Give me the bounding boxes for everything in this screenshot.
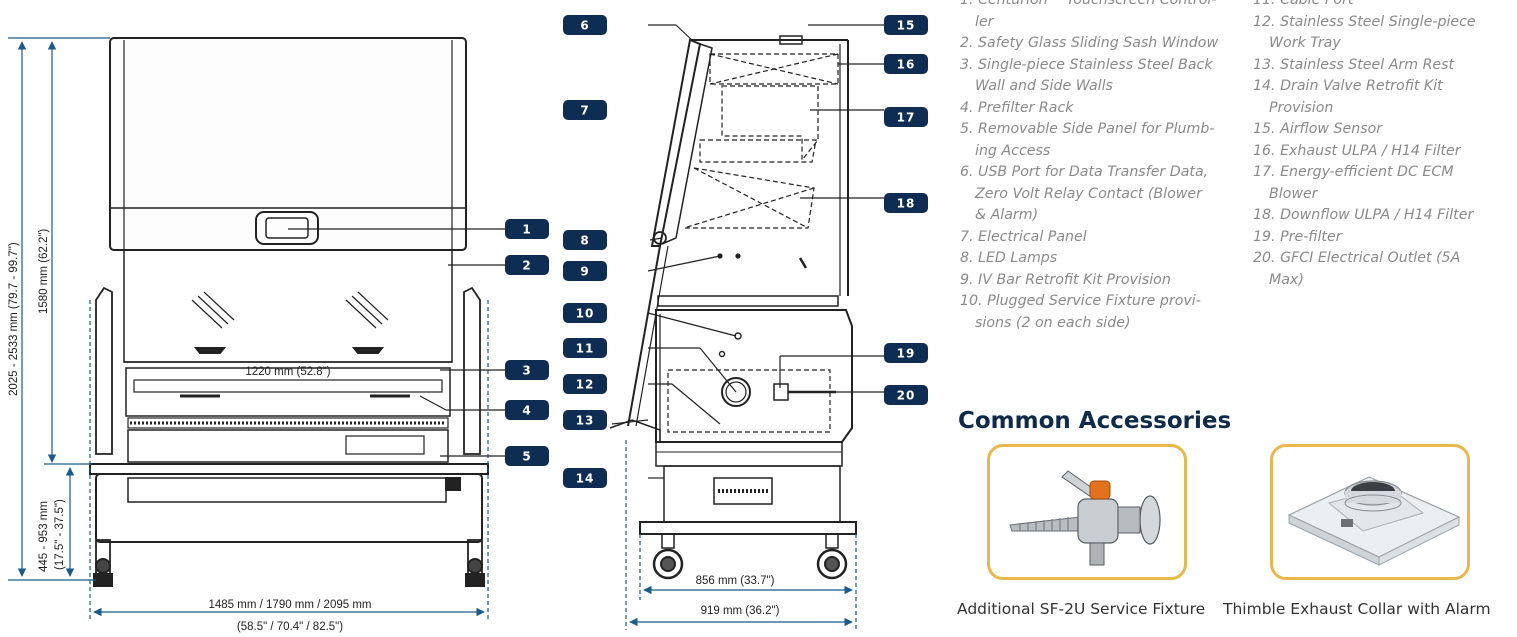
badge-6: 6 (563, 15, 607, 35)
badge-20: 20 (884, 385, 928, 405)
legend-item: 10. Plugged Service Fixture provi- (960, 293, 1201, 309)
dim-side-outer-depth: 919 mm (36.2") (701, 605, 780, 617)
badge-19: 19 (884, 343, 928, 363)
legend-item: Provision (1269, 99, 1334, 116)
badge-15: 15 (884, 15, 928, 35)
badge-1: 1 (505, 219, 549, 239)
legend-item: 20. GFCI Electrical Outlet (5A (1253, 250, 1461, 266)
dim-front-width-in: (58.5" / 70.4" / 82.5") (237, 621, 343, 633)
badge-label: 13 (576, 414, 595, 428)
dim-front-total-height: 2025 - 2533 mm (79.7 - 99.7") (8, 242, 20, 396)
legend-item: 19. Pre-filter (1253, 228, 1342, 245)
legend-item: ing Access (975, 142, 1051, 159)
legend-item: 7. Electrical Panel (960, 228, 1087, 245)
badge-label: 8 (580, 234, 589, 248)
service-fixture-label: Additional SF-2U Service Fixture (957, 600, 1206, 618)
accessories-title: Common Accessories (958, 408, 1232, 434)
exhaust-collar-label: Thimble Exhaust Collar with Alarm (1223, 600, 1491, 618)
legend-item: & Alarm) (975, 207, 1039, 223)
badge-label: 4 (522, 404, 531, 418)
side-dimension-lines (625, 440, 857, 630)
badge-5: 5 (505, 446, 549, 466)
badge-12: 12 (563, 374, 607, 394)
badge-3: 3 (505, 360, 549, 380)
badge-label: 15 (897, 19, 916, 33)
legend-item: 5. Removable Side Panel for Plumb- (960, 121, 1215, 137)
legend-item: 15. Airflow Sensor (1253, 121, 1383, 137)
legend-item: 14. Drain Valve Retrofit Kit (1253, 78, 1443, 94)
badge-2: 2 (505, 255, 549, 275)
badge-17: 17 (884, 107, 928, 127)
legend-item: 6. USB Port for Data Transfer Data, (960, 164, 1209, 180)
exhaust-collar-image (1287, 476, 1461, 566)
dim-front-cabinet-height: 1580 mm (62.2") (38, 229, 50, 314)
badge-label: 3 (522, 364, 531, 378)
badge-9: 9 (563, 261, 607, 281)
legend-item: Blower (1269, 185, 1318, 202)
legend-item: 18. Downflow ULPA / H14 Filter (1253, 207, 1474, 223)
legend-item: 16. Exhaust ULPA / H14 Filter (1253, 142, 1461, 159)
badge-label: 18 (897, 197, 916, 211)
side-view-drawing (609, 35, 857, 580)
legend-item: Wall and Side Walls (975, 78, 1113, 94)
badge-label: 16 (897, 58, 916, 72)
legend-item: Zero Volt Relay Contact (Blower (975, 185, 1202, 202)
legend-item: sions (2 on each side) (975, 314, 1131, 331)
dim-front-inner-width: 1220 mm (52.8") (245, 366, 330, 378)
badge-18: 18 (884, 193, 928, 213)
legend-item: Work Tray (1269, 35, 1341, 51)
service-fixture-image (1009, 470, 1161, 566)
legend-item: 11. Cable Port (1253, 0, 1354, 8)
badge-label: 19 (897, 347, 916, 361)
legend-item: 4. Prefilter Rack (960, 99, 1074, 116)
front-view-drawing (89, 37, 489, 587)
legend-item: 13. Stainless Steel Arm Rest (1253, 56, 1455, 73)
service-fixture-card (987, 444, 1187, 580)
dim-front-width-mm: 1485 mm / 1790 mm / 2095 mm (209, 599, 372, 611)
badge-label: 20 (897, 389, 916, 403)
badge-label: 11 (576, 342, 595, 356)
legend-item: ler (975, 13, 994, 30)
leader-lines (288, 24, 884, 479)
legend-item: 3. Single-piece Stainless Steel Back (960, 56, 1213, 73)
legend-item: 1. Centurion™ Touchscreen Control- (960, 0, 1217, 8)
badge-8: 8 (563, 230, 607, 250)
legend-item: 2. Safety Glass Sliding Sash Window (960, 35, 1219, 51)
badge-label: 7 (580, 104, 589, 118)
badge-10: 10 (563, 303, 607, 323)
badge-11: 11 (563, 338, 607, 358)
badge-7: 7 (563, 100, 607, 120)
legend-item: 17. Energy-efficient DC ECM (1253, 164, 1454, 180)
badge-label: 10 (576, 307, 595, 321)
badge-label: 17 (897, 111, 916, 125)
dim-front-stand-height-in: (17.5" - 37.5") (54, 499, 66, 570)
component-legend: 1. Centurion™ Touchscreen Control-ler 2. … (930, 0, 1517, 400)
badge-label: 14 (576, 472, 595, 486)
legend-item: 9. IV Bar Retrofit Kit Provision (960, 271, 1171, 288)
badge-label: 2 (522, 259, 531, 273)
legend-item: Max) (1269, 271, 1304, 288)
badge-label: 12 (576, 378, 595, 392)
badge-14: 14 (563, 468, 607, 488)
exhaust-collar-card (1270, 444, 1470, 580)
badge-label: 1 (522, 223, 531, 237)
dim-side-inner-depth: 856 mm (33.7") (696, 575, 775, 587)
legend-item: 12. Stainless Steel Single-piece (1253, 13, 1476, 30)
badge-label: 5 (522, 450, 531, 464)
legend-item: 8. LED Lamps (960, 250, 1058, 266)
badge-label: 6 (580, 19, 589, 33)
badge-4: 4 (505, 400, 549, 420)
badge-label: 9 (580, 265, 589, 279)
front-dimension-lines (8, 37, 489, 620)
dim-front-stand-height: 445 - 953 mm (38, 501, 50, 572)
dimension-labels: 2025 - 2533 mm (79.7 - 99.7") 1580 mm (6… (8, 229, 780, 633)
badge-13: 13 (563, 410, 607, 430)
badge-16: 16 (884, 54, 928, 74)
